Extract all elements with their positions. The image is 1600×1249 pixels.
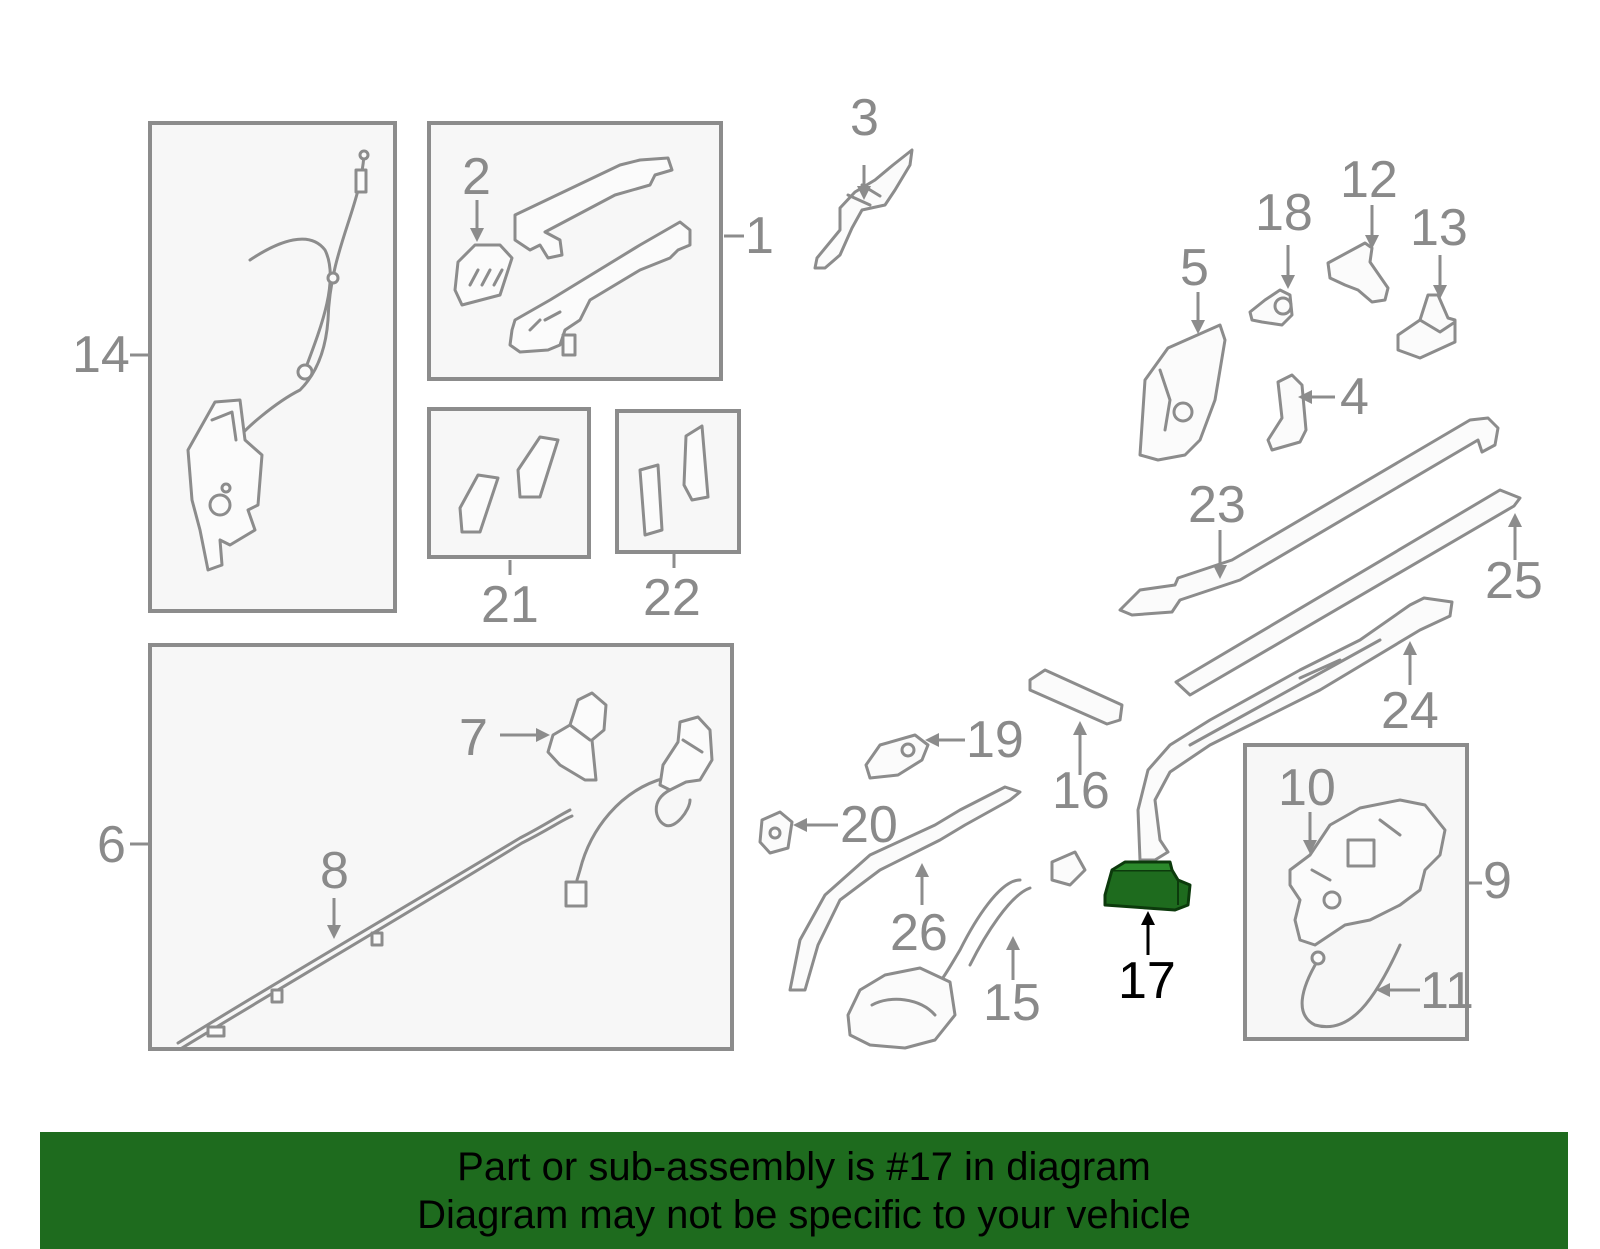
callout-17: 17 xyxy=(1118,952,1176,1010)
callout-labels: 1 2 3 4 5 6 7 8 9 10 11 12 13 14 15 16 1… xyxy=(72,89,1543,1032)
part-26-channel xyxy=(788,785,1022,992)
part-7-bracket xyxy=(546,691,608,782)
part-6-latch-assembly xyxy=(564,715,714,908)
callout-15: 15 xyxy=(983,974,1041,1032)
part-19-clip xyxy=(864,733,930,780)
part-21-pads xyxy=(458,435,560,534)
callout-2: 2 xyxy=(462,148,491,206)
callout-20: 20 xyxy=(840,796,898,854)
part-23-seal xyxy=(1118,416,1500,617)
part-20-clip xyxy=(758,810,794,855)
part-24-weatherstrip xyxy=(1136,596,1454,862)
part-2-handle-cap xyxy=(453,243,514,307)
callout-7: 7 xyxy=(459,709,488,767)
part-5-trim xyxy=(1138,323,1227,462)
group-box-22 xyxy=(615,409,741,554)
part-16-block xyxy=(1028,668,1124,726)
group-box-14 xyxy=(148,121,397,613)
callout-4: 4 xyxy=(1340,368,1369,426)
banner-line-2: Diagram may not be specific to your vehi… xyxy=(417,1192,1191,1237)
leader-lines xyxy=(130,165,1522,997)
part-4-clip xyxy=(1266,373,1308,452)
part-8-cable xyxy=(176,808,574,1050)
callout-26: 26 xyxy=(890,904,948,962)
part-12-clip xyxy=(1326,241,1390,304)
callout-22: 22 xyxy=(643,569,701,627)
group-box-21 xyxy=(427,407,591,559)
part-15-actuator xyxy=(846,850,1087,1050)
callout-1: 1 xyxy=(745,207,774,265)
callout-6: 6 xyxy=(97,816,126,874)
callout-8: 8 xyxy=(320,842,349,900)
part-22-pads xyxy=(638,424,710,537)
callout-5: 5 xyxy=(1180,239,1209,297)
part-10-latch xyxy=(1288,798,1447,947)
info-banner: Part or sub-assembly is #17 in diagram D… xyxy=(40,1132,1568,1249)
group-box-6 xyxy=(148,643,734,1051)
callout-23: 23 xyxy=(1188,476,1246,534)
callout-25: 25 xyxy=(1485,552,1543,610)
part-17-highlighted[interactable] xyxy=(1103,860,1192,912)
callout-21: 21 xyxy=(481,576,539,634)
callout-16: 16 xyxy=(1052,762,1110,820)
callout-10: 10 xyxy=(1278,759,1336,817)
callout-14: 14 xyxy=(72,326,130,384)
banner-line-1: Part or sub-assembly is #17 in diagram xyxy=(457,1144,1151,1189)
part-11-rod xyxy=(1300,943,1402,1029)
callout-9: 9 xyxy=(1483,852,1512,910)
callout-19: 19 xyxy=(966,711,1024,769)
callout-13: 13 xyxy=(1410,199,1468,257)
callout-12: 12 xyxy=(1340,151,1398,209)
callout-3: 3 xyxy=(850,89,879,147)
part-18-fastener xyxy=(1248,288,1294,327)
part-14-cable-assembly xyxy=(186,149,370,572)
callout-11: 11 xyxy=(1420,962,1474,1020)
callout-18: 18 xyxy=(1255,184,1313,242)
part-25-strip xyxy=(1174,488,1522,697)
part-13-clip xyxy=(1396,293,1457,360)
callout-24: 24 xyxy=(1381,682,1439,740)
part-1-outer-handle xyxy=(508,156,692,357)
